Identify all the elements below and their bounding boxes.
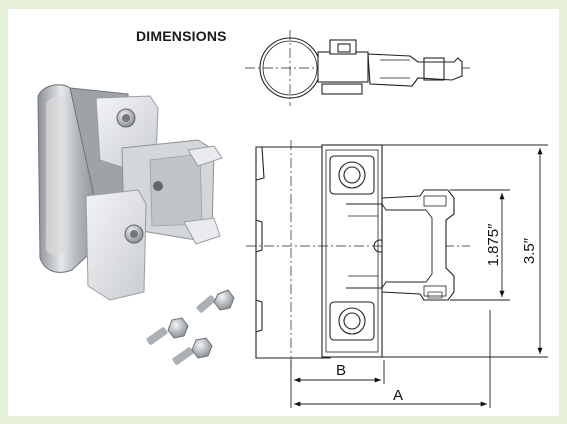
screw-3 bbox=[172, 337, 213, 365]
screw-1 bbox=[196, 289, 235, 313]
dimension-label-a: A bbox=[393, 387, 403, 404]
dimension-label-height: 3.5″ bbox=[521, 237, 538, 264]
dimension-label-b: B bbox=[336, 362, 346, 379]
screw-2 bbox=[146, 317, 189, 345]
dimension-lines bbox=[290, 144, 548, 408]
clamp-photo bbox=[37, 84, 223, 301]
front-view-drawing bbox=[246, 140, 470, 370]
top-view-drawing bbox=[245, 30, 470, 106]
lower-plastic-block bbox=[85, 189, 147, 301]
dimension-label-spacing: 1.875″ bbox=[485, 223, 502, 267]
diagram-title: DIMENSIONS bbox=[136, 28, 227, 44]
